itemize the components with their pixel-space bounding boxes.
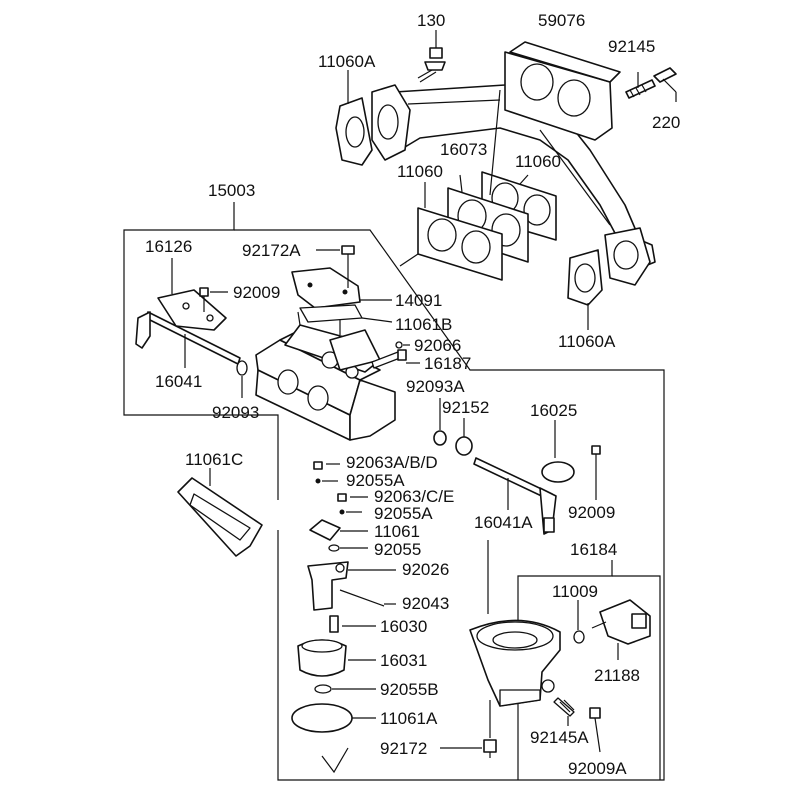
label-92055B: 92055B [380, 680, 439, 699]
choke-plate-16025 [541, 420, 575, 483]
label-92043: 92043 [402, 594, 449, 613]
label-92026: 92026 [402, 560, 449, 579]
label-92055A-2: 92055A [374, 504, 433, 523]
label-16030: 16030 [380, 617, 427, 636]
label-11060A-right: 11060A [558, 332, 616, 351]
o-ring-92055B [314, 684, 376, 694]
label-92152: 92152 [442, 398, 489, 417]
gasket-11061B [299, 304, 393, 323]
label-92009A: 92009A [568, 759, 627, 778]
label-16184: 16184 [570, 540, 617, 559]
label-14091: 14091 [395, 291, 442, 310]
choke-shaft-16041A [473, 457, 557, 535]
screw-92172 [440, 700, 497, 758]
gasket-11060A-top [335, 70, 373, 166]
label-16041A: 16041A [474, 513, 533, 532]
label-92009-left: 92009 [233, 283, 280, 302]
label-16073: 16073 [440, 140, 487, 159]
pin-92043 [339, 589, 396, 607]
float-valve-92026 [307, 561, 396, 611]
label-11060-right: 11060 [515, 152, 561, 171]
label-92093: 92093 [212, 403, 259, 422]
spring-92145A [553, 697, 575, 726]
o-ring-92055 [328, 544, 368, 552]
screw-92009A [589, 707, 601, 753]
label-11061A: 11061A [380, 709, 438, 728]
label-92055A-1: 92055A [346, 471, 405, 490]
label-16126: 16126 [145, 237, 192, 256]
gasket-11061C [177, 468, 263, 557]
label-92172: 92172 [380, 739, 427, 758]
label-92055: 92055 [374, 540, 421, 559]
label-15003: 15003 [208, 181, 255, 200]
screw-92009-right [591, 445, 601, 500]
washer-92093 [236, 360, 248, 398]
label-11061: 11061 [374, 522, 420, 541]
seal-92093A [433, 398, 447, 446]
screw-16187 [371, 349, 420, 369]
label-92172A: 92172A [242, 241, 301, 260]
label-92009-right: 92009 [568, 503, 615, 522]
label-16031: 16031 [380, 651, 427, 670]
intake-manifold-59076 [371, 41, 656, 286]
bolt-130 [417, 30, 446, 83]
gasket-11061 [309, 519, 368, 541]
throttle-plate-16126 [157, 258, 227, 331]
label-11061B: 11061B [395, 315, 452, 334]
label-11060A-top: 11060A [318, 52, 376, 71]
label-16025: 16025 [530, 401, 577, 420]
label-92145-top: 92145 [608, 37, 655, 56]
float-bowl [469, 540, 561, 707]
o-ring-92055A-1 [315, 478, 338, 484]
carburetor-body [255, 311, 396, 441]
jet-92063CE [337, 493, 368, 502]
gasket-11061A [291, 703, 376, 733]
o-ring-92055A-2 [339, 509, 362, 515]
label-21188: 21188 [594, 666, 640, 685]
screw-92009-left [199, 287, 228, 312]
stud-92145 [625, 72, 656, 99]
screw-92172A [316, 245, 355, 288]
bolt-220 [653, 67, 677, 102]
label-16041: 16041 [155, 372, 202, 391]
jet-92063ABD [313, 461, 340, 470]
gasket-11060A-bottom [567, 249, 603, 330]
solenoid-21188 [591, 599, 651, 660]
label-59076: 59076 [538, 11, 585, 30]
bushing-92152 [455, 418, 473, 456]
needle-16030 [329, 615, 376, 633]
gasket-11060-left [399, 182, 503, 281]
label-92063CE: 92063/C/E [374, 487, 454, 506]
label-11060-left: 11060 [397, 162, 443, 181]
float-16031 [297, 639, 376, 677]
assembly-arrow [321, 747, 349, 774]
assembly-bracket-15003 [123, 202, 665, 781]
label-92066: 92066 [414, 336, 461, 355]
bracket-14091 [291, 267, 392, 309]
label-92093A: 92093A [406, 377, 465, 396]
label-92145A: 92145A [530, 728, 589, 747]
label-220: 220 [652, 113, 680, 132]
label-11061C: 11061C [185, 450, 243, 469]
o-ring-11009 [573, 600, 585, 644]
label-11009: 11009 [552, 582, 598, 601]
label-16187: 16187 [424, 354, 471, 373]
throttle-shaft-16041 [135, 311, 241, 368]
label-130: 130 [417, 11, 445, 30]
plug-92066 [395, 341, 410, 349]
label-92063ABD: 92063A/B/D [346, 453, 438, 472]
